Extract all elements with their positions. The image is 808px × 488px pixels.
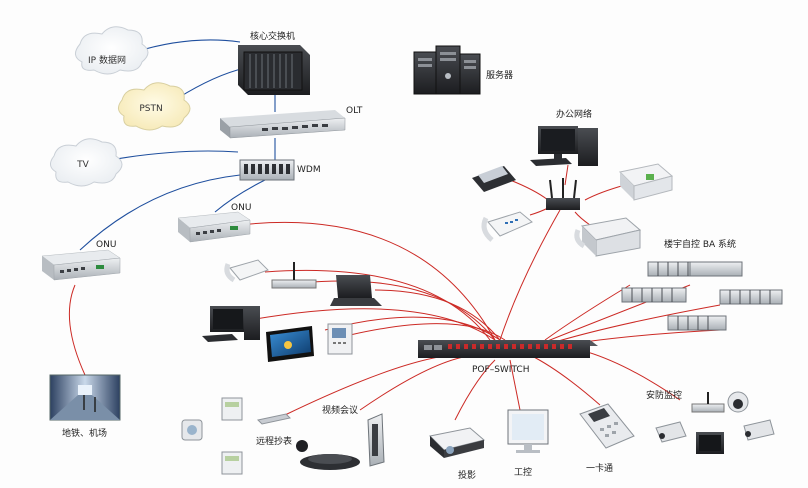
office-printer: [618, 163, 674, 201]
industrial-control-label: 工控: [514, 468, 533, 478]
meter-reading-label: 远程抄表: [256, 437, 293, 447]
link-tv-wdm: [109, 150, 239, 161]
building-ba-label: 楼宇自控 BA 系统: [664, 240, 737, 250]
link-phone-router: [529, 207, 549, 216]
projector: [428, 427, 486, 458]
card-terminal: [579, 403, 635, 449]
link-phone-switch: [264, 269, 491, 341]
cloud-pstn: [118, 82, 191, 131]
pof-switch-device: [418, 340, 598, 358]
servers-label: 服务器: [486, 71, 514, 81]
desk-phone: [224, 259, 269, 283]
link-projector-switch: [454, 359, 496, 421]
onu-left-device: [41, 249, 121, 281]
core-switch-device: [238, 45, 310, 95]
cloud-pstn-label: PSTN: [139, 104, 163, 114]
link-onu-left-metro: [68, 284, 86, 376]
link-printer-router: [584, 184, 626, 201]
core-switch-label: 核心交换机: [250, 32, 296, 42]
desktop-pc: [202, 306, 260, 342]
ba-rack-5: [667, 315, 727, 331]
link-laptop-switch: [374, 289, 501, 341]
security-monitor-label: 安防监控: [646, 391, 683, 401]
cloud-ip-label: IP 数据网: [88, 56, 126, 66]
pof-switch-label: POF–SWITCH: [472, 365, 530, 375]
onu-top-device: [177, 211, 251, 243]
office-scanner: [472, 166, 516, 192]
link-office-switch: [499, 209, 561, 341]
link-pstn-core: [177, 67, 246, 99]
link-ip-core: [134, 39, 241, 53]
metro-airport-label: 地铁、机场: [62, 429, 108, 439]
link-pc-router: [564, 164, 569, 186]
link-card-switch: [529, 354, 601, 406]
cloud-ip-network: [75, 26, 149, 75]
office-router: [546, 178, 580, 210]
office-fax: [574, 217, 642, 257]
security-devices: [655, 391, 775, 454]
laptop: [330, 275, 382, 306]
link-fax-router: [574, 211, 591, 226]
onu-left-label: ONU: [96, 240, 117, 250]
link-onu-top-switch: [239, 221, 496, 341]
cloud-tv-label: TV: [77, 160, 89, 170]
industrial-monitor: [507, 409, 549, 453]
remote-meters: [181, 397, 292, 475]
link-scanner-router: [509, 179, 549, 201]
link-intercom-switch: [349, 323, 506, 341]
link-wdm-onu-top: [214, 179, 266, 213]
link-wdm-onu-left: [79, 174, 241, 251]
metro-airport-photo: [49, 374, 121, 421]
office-phone: [481, 211, 533, 242]
fiber-links: [79, 39, 276, 251]
link-industrial-switch: [509, 359, 521, 411]
office-network-label: 办公网络: [556, 110, 593, 120]
olt-label: OLT: [346, 106, 363, 116]
link-pc-switch: [249, 308, 496, 341]
olt-device: [220, 110, 346, 139]
tv-screen: [266, 326, 314, 362]
ba-system-racks: [621, 261, 783, 331]
link-videoconf-switch: [359, 354, 481, 411]
video-conference-label: 视频会议: [322, 406, 359, 416]
cloud-tv: [50, 138, 123, 187]
ba-rack-3: [621, 287, 687, 303]
onu-top-label: ONU: [231, 203, 252, 213]
video-intercom: [327, 323, 353, 355]
projection-label: 投影: [458, 471, 477, 481]
one-card-label: 一卡通: [586, 464, 614, 474]
wifi-router: [271, 262, 317, 289]
office-pc: [530, 126, 598, 166]
wdm-label: WDM: [297, 165, 321, 175]
wdm-device: [239, 159, 295, 181]
ba-rack-2: [689, 261, 743, 277]
ba-rack-4: [719, 289, 783, 305]
link-router-switch: [299, 280, 496, 341]
video-conference-devices: [296, 413, 385, 470]
link-ba-switch-1: [544, 284, 631, 341]
office-links: [509, 164, 626, 226]
servers-device: [413, 45, 481, 95]
